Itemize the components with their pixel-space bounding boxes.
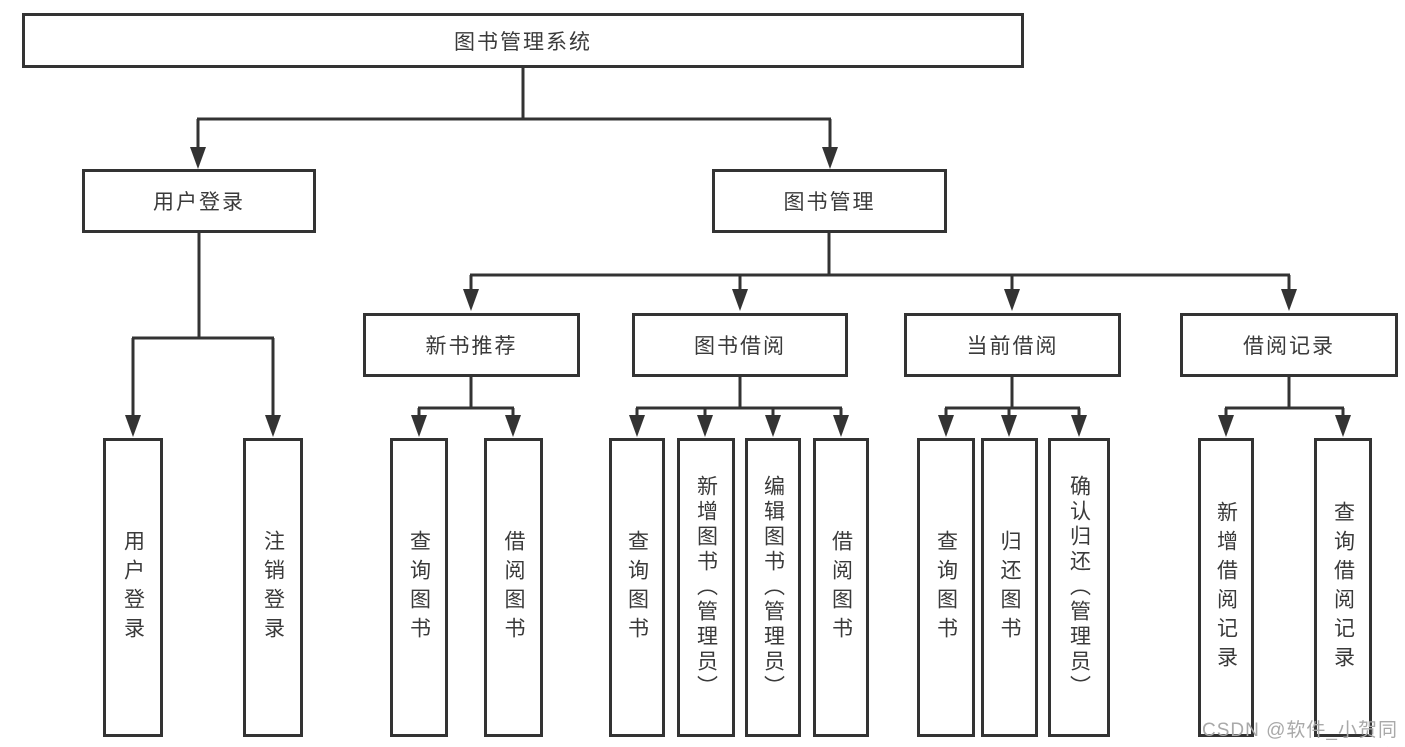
node-leaf-cb-confirm-label: 确认归还（管理员） [1067,475,1091,700]
node-leaf-cb-confirm: 确认归还（管理员） [1048,438,1110,737]
node-borrow-records: 借阅记录 [1180,313,1398,377]
node-leaf-br-add: 新增借阅记录 [1198,438,1254,737]
node-new-book-rec: 新书推荐 [363,313,580,377]
node-user-login-label: 用户登录 [153,191,245,214]
node-current-borrow-label: 当前借阅 [966,335,1059,358]
node-leaf-bb-query-label: 查询图书 [625,529,649,646]
node-leaf-bb-add: 新增图书（管理员） [677,438,735,737]
node-leaf-br-query-label: 查询借阅记录 [1331,500,1355,675]
node-root-label: 图书管理系统 [454,30,592,54]
arrowheads [125,147,1351,437]
node-current-borrow: 当前借阅 [904,313,1121,377]
node-leaf-logout: 注销登录 [243,438,303,737]
node-leaf-logout-label: 注销登录 [261,529,285,646]
node-leaf-nbr-query-label: 查询图书 [407,529,431,646]
node-new-book-rec-label: 新书推荐 [425,335,518,358]
node-book-borrow: 图书借阅 [632,313,848,377]
node-book-mgmt: 图书管理 [712,169,947,233]
node-leaf-user-login-label: 用户登录 [121,529,145,646]
node-borrow-records-label: 借阅记录 [1243,335,1335,358]
node-leaf-cb-return: 归还图书 [981,438,1038,737]
node-leaf-bb-query: 查询图书 [609,438,665,737]
node-leaf-bb-edit: 编辑图书（管理员） [745,438,801,737]
node-leaf-cb-return-label: 归还图书 [998,529,1021,646]
node-leaf-nbr-borrow: 借阅图书 [484,438,543,737]
node-leaf-bb-add-label: 新增图书（管理员） [694,475,718,700]
node-leaf-bb-borrow: 借阅图书 [813,438,869,737]
node-leaf-bb-edit-label: 编辑图书（管理员） [761,475,785,700]
node-leaf-br-add-label: 新增借阅记录 [1214,500,1238,675]
node-leaf-cb-query-label: 查询图书 [934,529,958,646]
node-book-mgmt-label: 图书管理 [783,191,876,214]
node-user-login: 用户登录 [82,169,316,233]
node-leaf-bb-borrow-label: 借阅图书 [829,529,853,646]
node-leaf-nbr-query: 查询图书 [390,438,448,737]
node-root: 图书管理系统 [22,13,1024,68]
node-leaf-cb-query: 查询图书 [917,438,975,737]
watermark: CSDN @软件_小贺同学 [1202,720,1398,741]
node-leaf-user-login: 用户登录 [103,438,163,737]
node-leaf-nbr-borrow-label: 借阅图书 [502,529,525,646]
node-leaf-br-query: 查询借阅记录 [1314,438,1372,737]
node-book-borrow-label: 图书借阅 [694,335,786,358]
